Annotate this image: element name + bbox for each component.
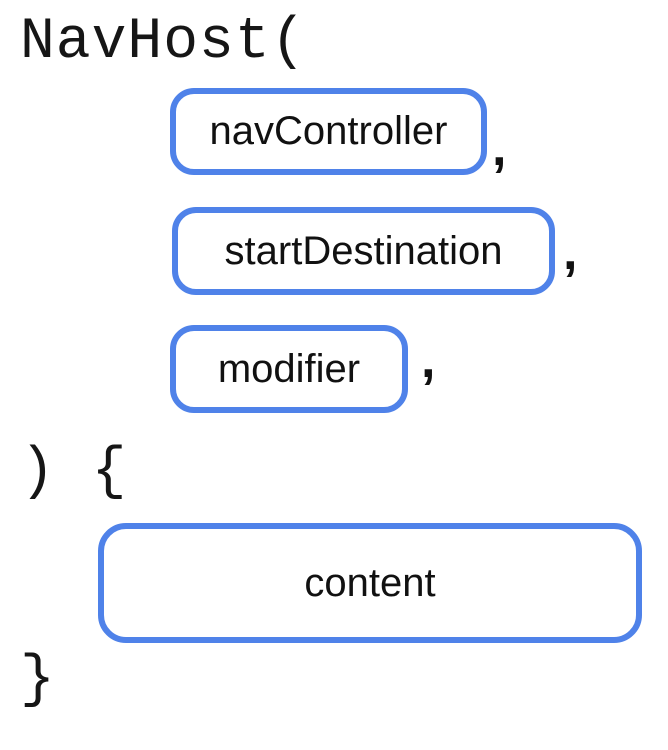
comma-separator-3: , <box>421 331 436 389</box>
param-label-navcontroller: navController <box>209 109 448 153</box>
param-label-startdestination: startDestination <box>224 228 503 273</box>
comma-separator-2: , <box>563 223 578 281</box>
code-line-navhost-open: NavHost( <box>20 10 307 75</box>
param-pill-modifier: modifier <box>170 325 408 413</box>
trailing-lambda-pill-content: content <box>98 523 642 643</box>
param-pill-navcontroller: navController <box>170 88 487 175</box>
code-line-closing-brace: } <box>20 648 56 713</box>
comma-separator-1: , <box>492 119 507 177</box>
trailing-lambda-label-content: content <box>304 560 436 605</box>
param-pill-startdestination: startDestination <box>172 207 555 295</box>
param-label-modifier: modifier <box>217 346 361 391</box>
code-line-paren-brace: ) { <box>20 440 128 505</box>
